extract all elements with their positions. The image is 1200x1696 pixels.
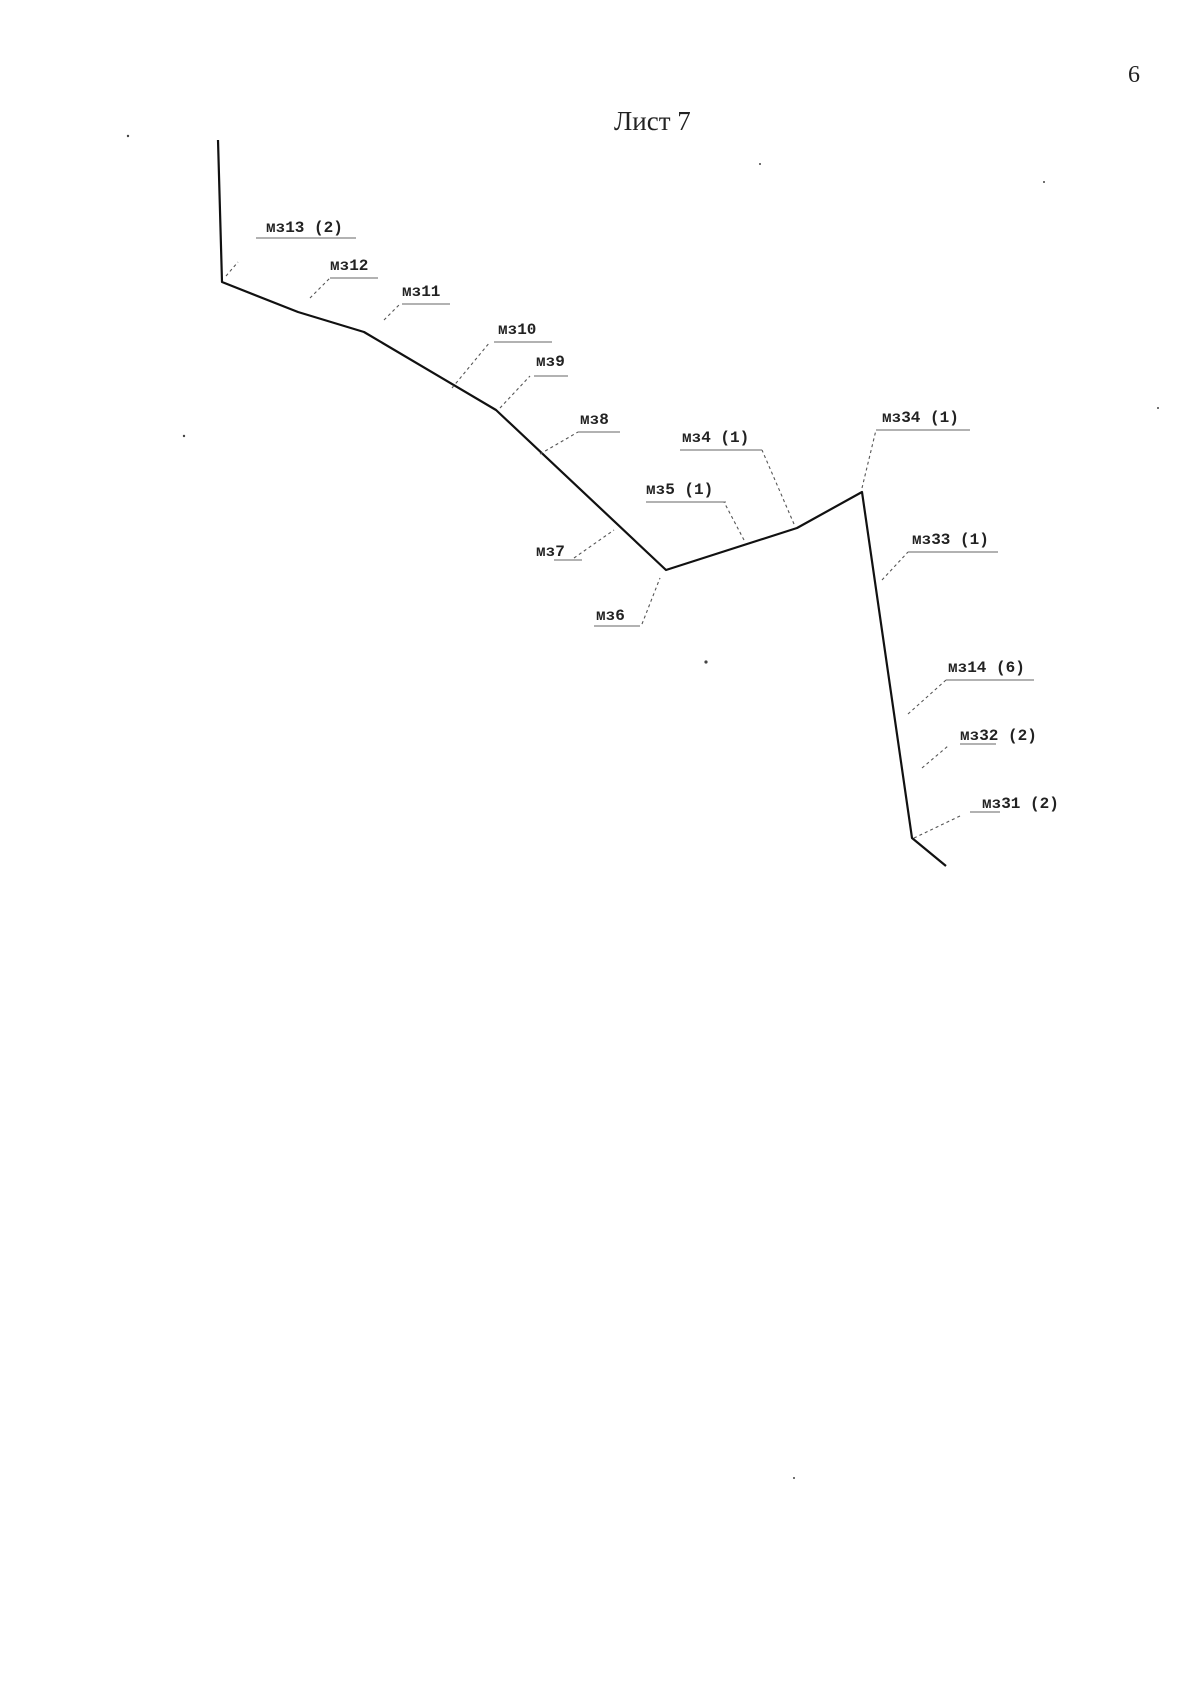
scan-specks	[126, 134, 1159, 1479]
route-line	[216, 139, 947, 867]
label-mz31: мз31 (2)	[982, 795, 1059, 813]
label-mz34: мз34 (1)	[882, 409, 959, 427]
leaders	[225, 237, 1034, 839]
label-mz33: мз33 (1)	[912, 531, 989, 549]
label-mz6: мз6	[596, 607, 625, 625]
label-mz11: мз11	[402, 283, 440, 301]
label-mz5: мз5 (1)	[646, 481, 713, 499]
label-mz32: мз32 (2)	[960, 727, 1037, 745]
sheet-title: Лист 7	[614, 106, 691, 136]
label-mz13: мз13 (2)	[266, 219, 343, 237]
label-mz10: мз10	[498, 321, 536, 339]
label-mz4: мз4 (1)	[682, 429, 749, 447]
label-mz14: мз14 (6)	[948, 659, 1025, 677]
label-mz9: мз9	[536, 353, 565, 371]
label-mz12: мз12	[330, 257, 368, 275]
label-mz7: мз7	[536, 543, 565, 561]
page-number: 6	[1128, 62, 1140, 88]
label-mz8: мз8	[580, 411, 609, 429]
